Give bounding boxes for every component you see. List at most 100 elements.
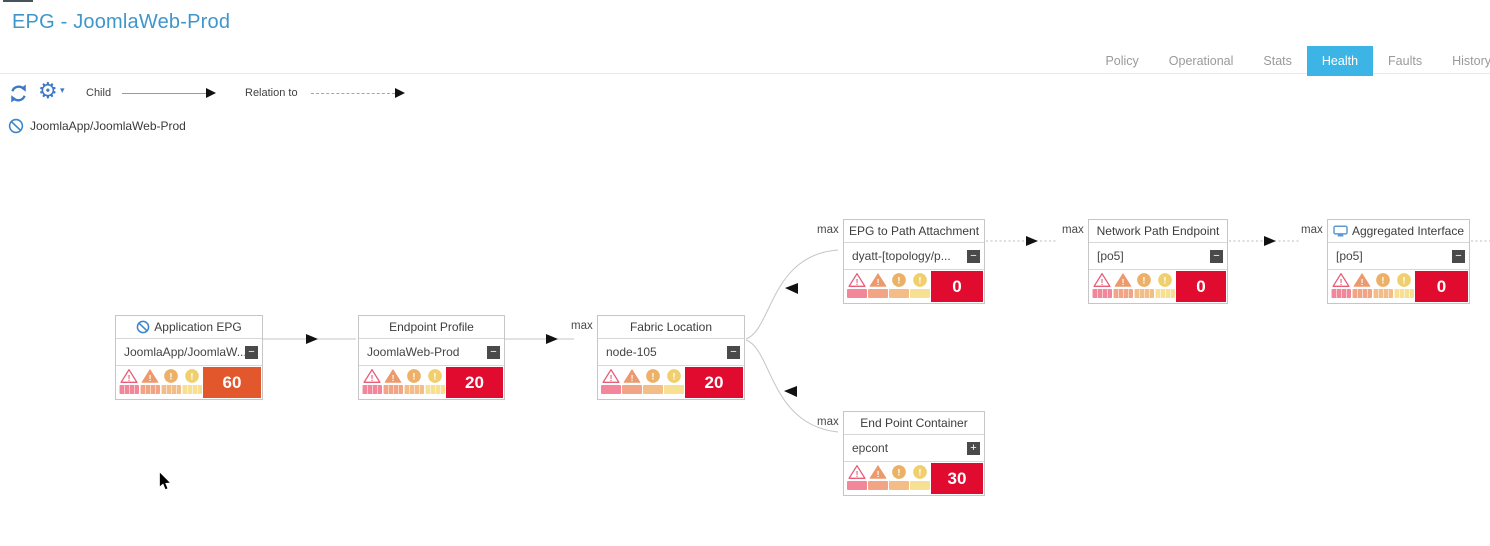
tab-policy[interactable]: Policy	[1105, 54, 1139, 68]
severity-warning-bar	[425, 385, 445, 394]
node-health-row: !!!!0	[1328, 270, 1469, 303]
severity-warning-icon: !	[913, 465, 927, 479]
severity-critical-bar	[119, 385, 139, 394]
severity-minor-icon: !	[646, 369, 660, 383]
severity-warning-icon: !	[667, 369, 681, 383]
severity-critical-bar	[1092, 289, 1112, 298]
legend-relation-label: Relation to	[245, 87, 298, 99]
node-type-text: Endpoint Profile	[389, 320, 474, 334]
collapse-button[interactable]: −	[1210, 249, 1223, 263]
tab-history[interactable]: History	[1452, 54, 1490, 68]
severity-minor-bar	[161, 385, 181, 394]
node-name: dyatt-[topology/p...	[852, 249, 951, 263]
severity-warning-bar	[182, 385, 202, 394]
node-type-label: End Point Container	[844, 412, 984, 435]
collapse-button[interactable]: −	[487, 345, 500, 359]
node-name: epcont	[852, 441, 889, 455]
severity-minor: !	[643, 368, 663, 394]
severity-warning-icon: !	[1158, 273, 1172, 287]
node-type-label: Network Path Endpoint	[1089, 220, 1227, 243]
severity-major-bar	[140, 385, 160, 394]
tab-faults[interactable]: Faults	[1388, 54, 1423, 68]
svg-text:!: !	[610, 373, 613, 383]
legend-child-line	[122, 93, 206, 94]
severity-major-bar	[1113, 289, 1133, 298]
svg-text:!: !	[371, 373, 374, 383]
max-cardinality-label: max	[1301, 224, 1323, 236]
max-cardinality-label: max	[817, 224, 839, 236]
severity-warning: !	[425, 368, 445, 394]
node-type-text: Fabric Location	[629, 320, 713, 334]
mouse-cursor	[159, 471, 172, 491]
severity-warning-bar	[910, 289, 930, 298]
gear-dropdown-caret-icon[interactable]: ▾	[60, 85, 65, 95]
interface-icon	[1333, 225, 1348, 237]
expand-button[interactable]: +	[967, 441, 980, 455]
severity-indicators: !!!!	[847, 464, 984, 490]
selected-object: JoomlaApp/JoomlaWeb-Prod	[8, 118, 186, 134]
svg-text:!: !	[1361, 277, 1364, 287]
collapse-button[interactable]: −	[245, 345, 258, 359]
svg-text:!: !	[1402, 275, 1405, 286]
node-health-row: !!!!0	[1089, 270, 1227, 303]
collapse-button[interactable]: −	[967, 249, 980, 263]
severity-minor-bar	[1134, 289, 1154, 298]
svg-text:!: !	[877, 277, 880, 287]
svg-text:!: !	[412, 371, 415, 382]
node-type-label: Fabric Location	[598, 316, 744, 339]
severity-critical: !	[847, 272, 867, 298]
severity-major-icon: !	[623, 369, 641, 383]
collapse-button[interactable]: −	[1452, 249, 1465, 263]
severity-minor: !	[889, 464, 909, 490]
severity-warning-icon: !	[185, 369, 199, 383]
tab-health[interactable]: Health	[1306, 46, 1374, 76]
severity-critical-icon: !	[120, 369, 138, 383]
severity-critical-icon: !	[848, 273, 866, 287]
tab-operational[interactable]: Operational	[1168, 54, 1234, 68]
svg-text:!: !	[433, 371, 436, 382]
node-name: node-105	[606, 345, 657, 359]
severity-minor: !	[161, 368, 181, 394]
severity-warning-bar	[910, 481, 930, 490]
collapse-button[interactable]: −	[727, 345, 740, 359]
node-health-row: !!!!0	[844, 270, 984, 303]
severity-critical: !	[119, 368, 139, 394]
svg-text:!: !	[897, 275, 900, 286]
severity-critical: !	[847, 464, 867, 490]
edge-arrow-icon	[1264, 236, 1276, 246]
severity-minor: !	[1373, 272, 1393, 298]
edge-arrow-icon	[306, 334, 318, 344]
node-type-text: Aggregated Interface	[1351, 224, 1465, 238]
node-name: [po5]	[1336, 249, 1363, 263]
tab-stats[interactable]: Stats	[1263, 54, 1292, 68]
refresh-icon[interactable]	[8, 83, 29, 104]
window-edge-artifact	[3, 0, 33, 2]
severity-critical-icon: !	[1093, 273, 1111, 287]
severity-major-bar	[868, 289, 888, 298]
severity-critical-bar	[601, 385, 621, 394]
gear-icon[interactable]: ⚙	[38, 78, 58, 103]
svg-text:!: !	[128, 373, 131, 383]
svg-text:!: !	[1381, 275, 1384, 286]
severity-critical-icon: !	[848, 465, 866, 479]
node-health-row: !!!!20	[598, 366, 744, 399]
severity-major-icon: !	[384, 369, 402, 383]
severity-warning: !	[910, 272, 930, 298]
legend-child-arrow-icon	[206, 88, 216, 98]
severity-major-bar	[1352, 289, 1372, 298]
health-score-badge: 0	[1415, 271, 1468, 302]
node-name: JoomlaApp/JoomlaW...	[124, 345, 245, 359]
node-name-row: [po5] −	[1328, 243, 1469, 270]
svg-text:!: !	[1101, 277, 1104, 287]
severity-critical: !	[1092, 272, 1112, 298]
svg-text:!: !	[1142, 275, 1145, 286]
severity-warning-icon: !	[428, 369, 442, 383]
edge-child-curve	[745, 339, 839, 433]
